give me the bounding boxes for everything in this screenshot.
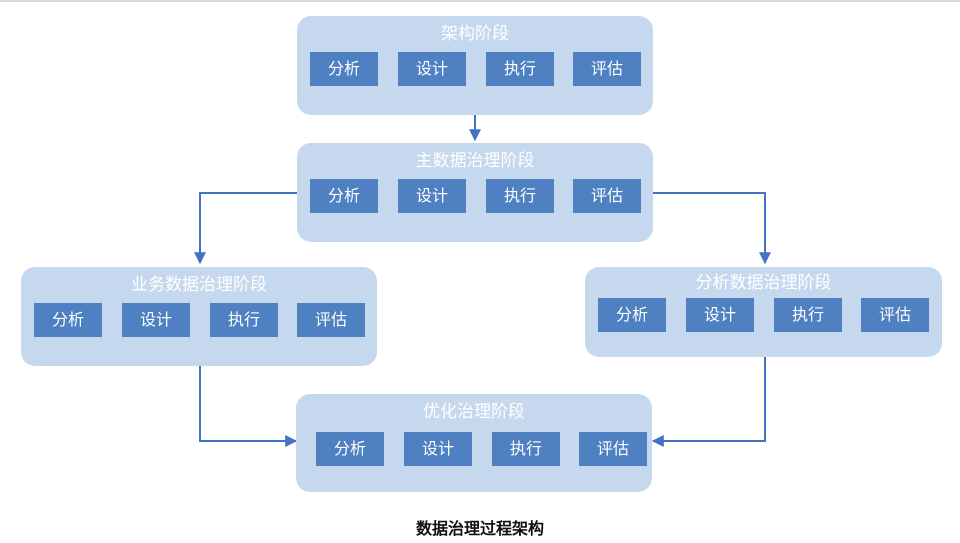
top-divider bbox=[0, 0, 960, 2]
diagram-caption: 数据治理过程架构 bbox=[415, 519, 544, 538]
stage-title: 业务数据治理阶段 bbox=[131, 275, 267, 295]
step-analyze: 分析 bbox=[316, 432, 384, 466]
step-analyze: 分析 bbox=[310, 52, 378, 86]
step-execute: 执行 bbox=[492, 432, 560, 466]
step-design: 设计 bbox=[404, 432, 472, 466]
arrow-business-to-optimization bbox=[199, 366, 298, 447]
step-evaluate: 评估 bbox=[861, 298, 929, 332]
stage-master-data: 主数据治理阶段 分析 设计 执行 评估 bbox=[297, 143, 653, 242]
step-analyze: 分析 bbox=[310, 179, 378, 213]
stage-title: 优化治理阶段 bbox=[423, 402, 525, 422]
stage-title: 主数据治理阶段 bbox=[415, 151, 535, 171]
step-evaluate: 评估 bbox=[573, 52, 641, 86]
step-design: 设计 bbox=[398, 52, 466, 86]
arrow-master-to-business bbox=[194, 192, 297, 265]
stage-business-data: 业务数据治理阶段 分析 设计 执行 评估 bbox=[21, 267, 377, 366]
step-design: 设计 bbox=[122, 303, 190, 337]
step-design: 设计 bbox=[686, 298, 754, 332]
stage-analytics-data: 分析数据治理阶段 分析 设计 执行 评估 bbox=[585, 267, 942, 357]
arrow-analytics-to-optimization bbox=[651, 357, 766, 447]
step-execute: 执行 bbox=[486, 179, 554, 213]
step-evaluate: 评估 bbox=[297, 303, 365, 337]
step-evaluate: 评估 bbox=[579, 432, 647, 466]
step-evaluate: 评估 bbox=[573, 179, 641, 213]
step-design: 设计 bbox=[398, 179, 466, 213]
stage-title: 架构阶段 bbox=[441, 24, 509, 44]
stage-optimization: 优化治理阶段 分析 设计 执行 评估 bbox=[296, 394, 652, 492]
step-execute: 执行 bbox=[486, 52, 554, 86]
stage-title: 分析数据治理阶段 bbox=[695, 273, 832, 293]
step-analyze: 分析 bbox=[34, 303, 102, 337]
arrow-master-to-analytics bbox=[653, 192, 771, 265]
stage-architecture: 架构阶段 分析 设计 执行 评估 bbox=[297, 16, 653, 115]
step-execute: 执行 bbox=[210, 303, 278, 337]
step-analyze: 分析 bbox=[598, 298, 666, 332]
step-execute: 执行 bbox=[774, 298, 842, 332]
